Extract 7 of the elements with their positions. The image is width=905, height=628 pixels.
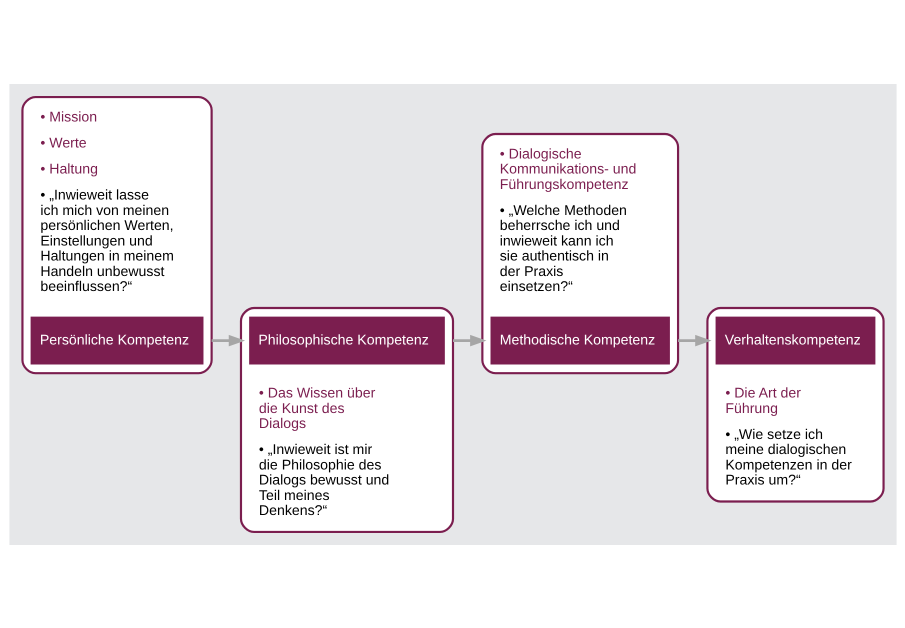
arrow [678,334,712,346]
node-box: Philosophische Kompetenz [248,316,444,364]
arrow [452,334,486,346]
node-box: Methodische Kompetenz [490,316,670,364]
node-box: Verhaltenskompetenz [715,316,875,364]
node-box: Persönliche Kompetenz [30,316,203,364]
arrow [211,334,245,346]
